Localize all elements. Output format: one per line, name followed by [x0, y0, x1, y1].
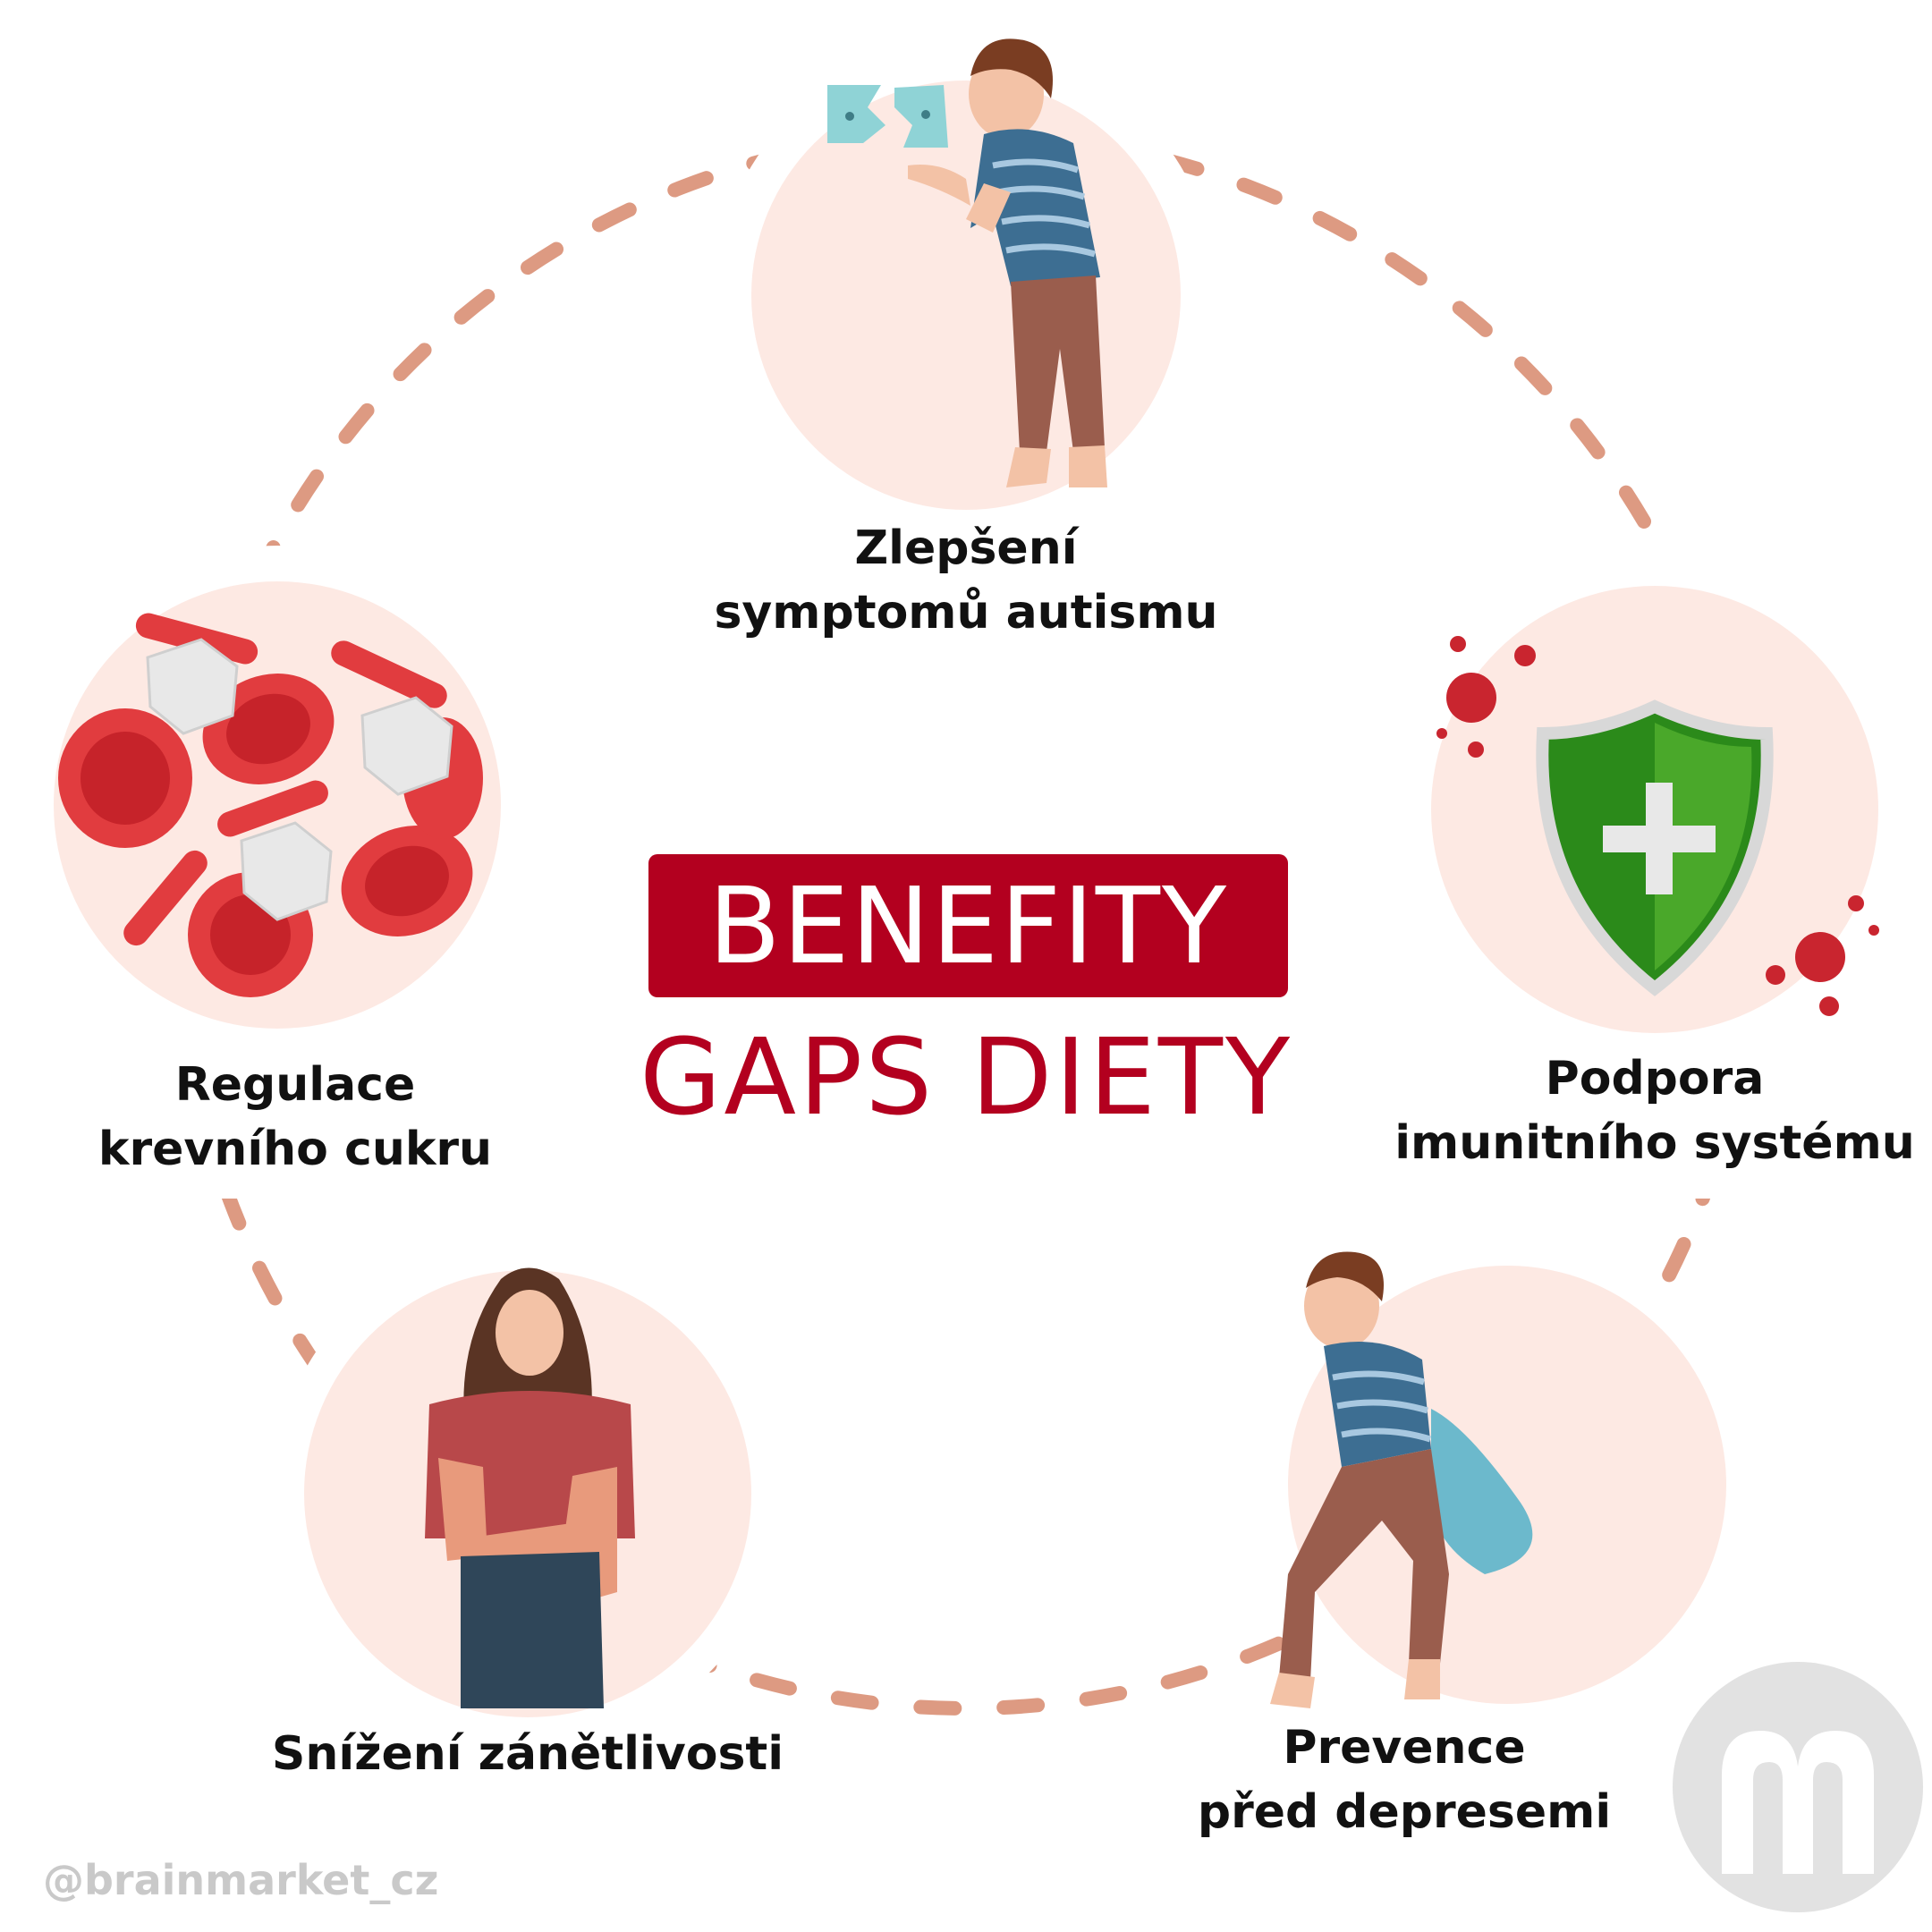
circle-autism: [751, 80, 1181, 510]
benefit-label-immune: Podpora imunitního systému: [1394, 1052, 1915, 1170]
watermark-handle: @brainmarket_cz: [43, 1856, 439, 1904]
benefit-label-depression: Prevence před depresemi: [1197, 1721, 1612, 1839]
benefit-label-autism: Zlepšení symptomů autismu: [714, 521, 1218, 640]
brand-logo-icon: [1673, 1662, 1923, 1912]
benefit-label-inflammation: Snížení zánětlivosti: [271, 1727, 784, 1781]
boy-with-bag-icon: [1270, 1251, 1533, 1708]
woman-with-rash-icon: [425, 1267, 635, 1708]
benefit-label-bloodsugar: Regulace krevního cukru: [97, 1058, 493, 1176]
boy-struggling-speech-icon: [827, 38, 1107, 487]
title-banner: BENEFITY: [648, 854, 1288, 997]
blood-cells-sugar-icon: [58, 613, 483, 997]
title-line2: GAPS DIETY: [639, 1015, 1293, 1139]
title-line1: BENEFITY: [708, 864, 1229, 987]
shield-cross-icon: [1436, 636, 1879, 1016]
